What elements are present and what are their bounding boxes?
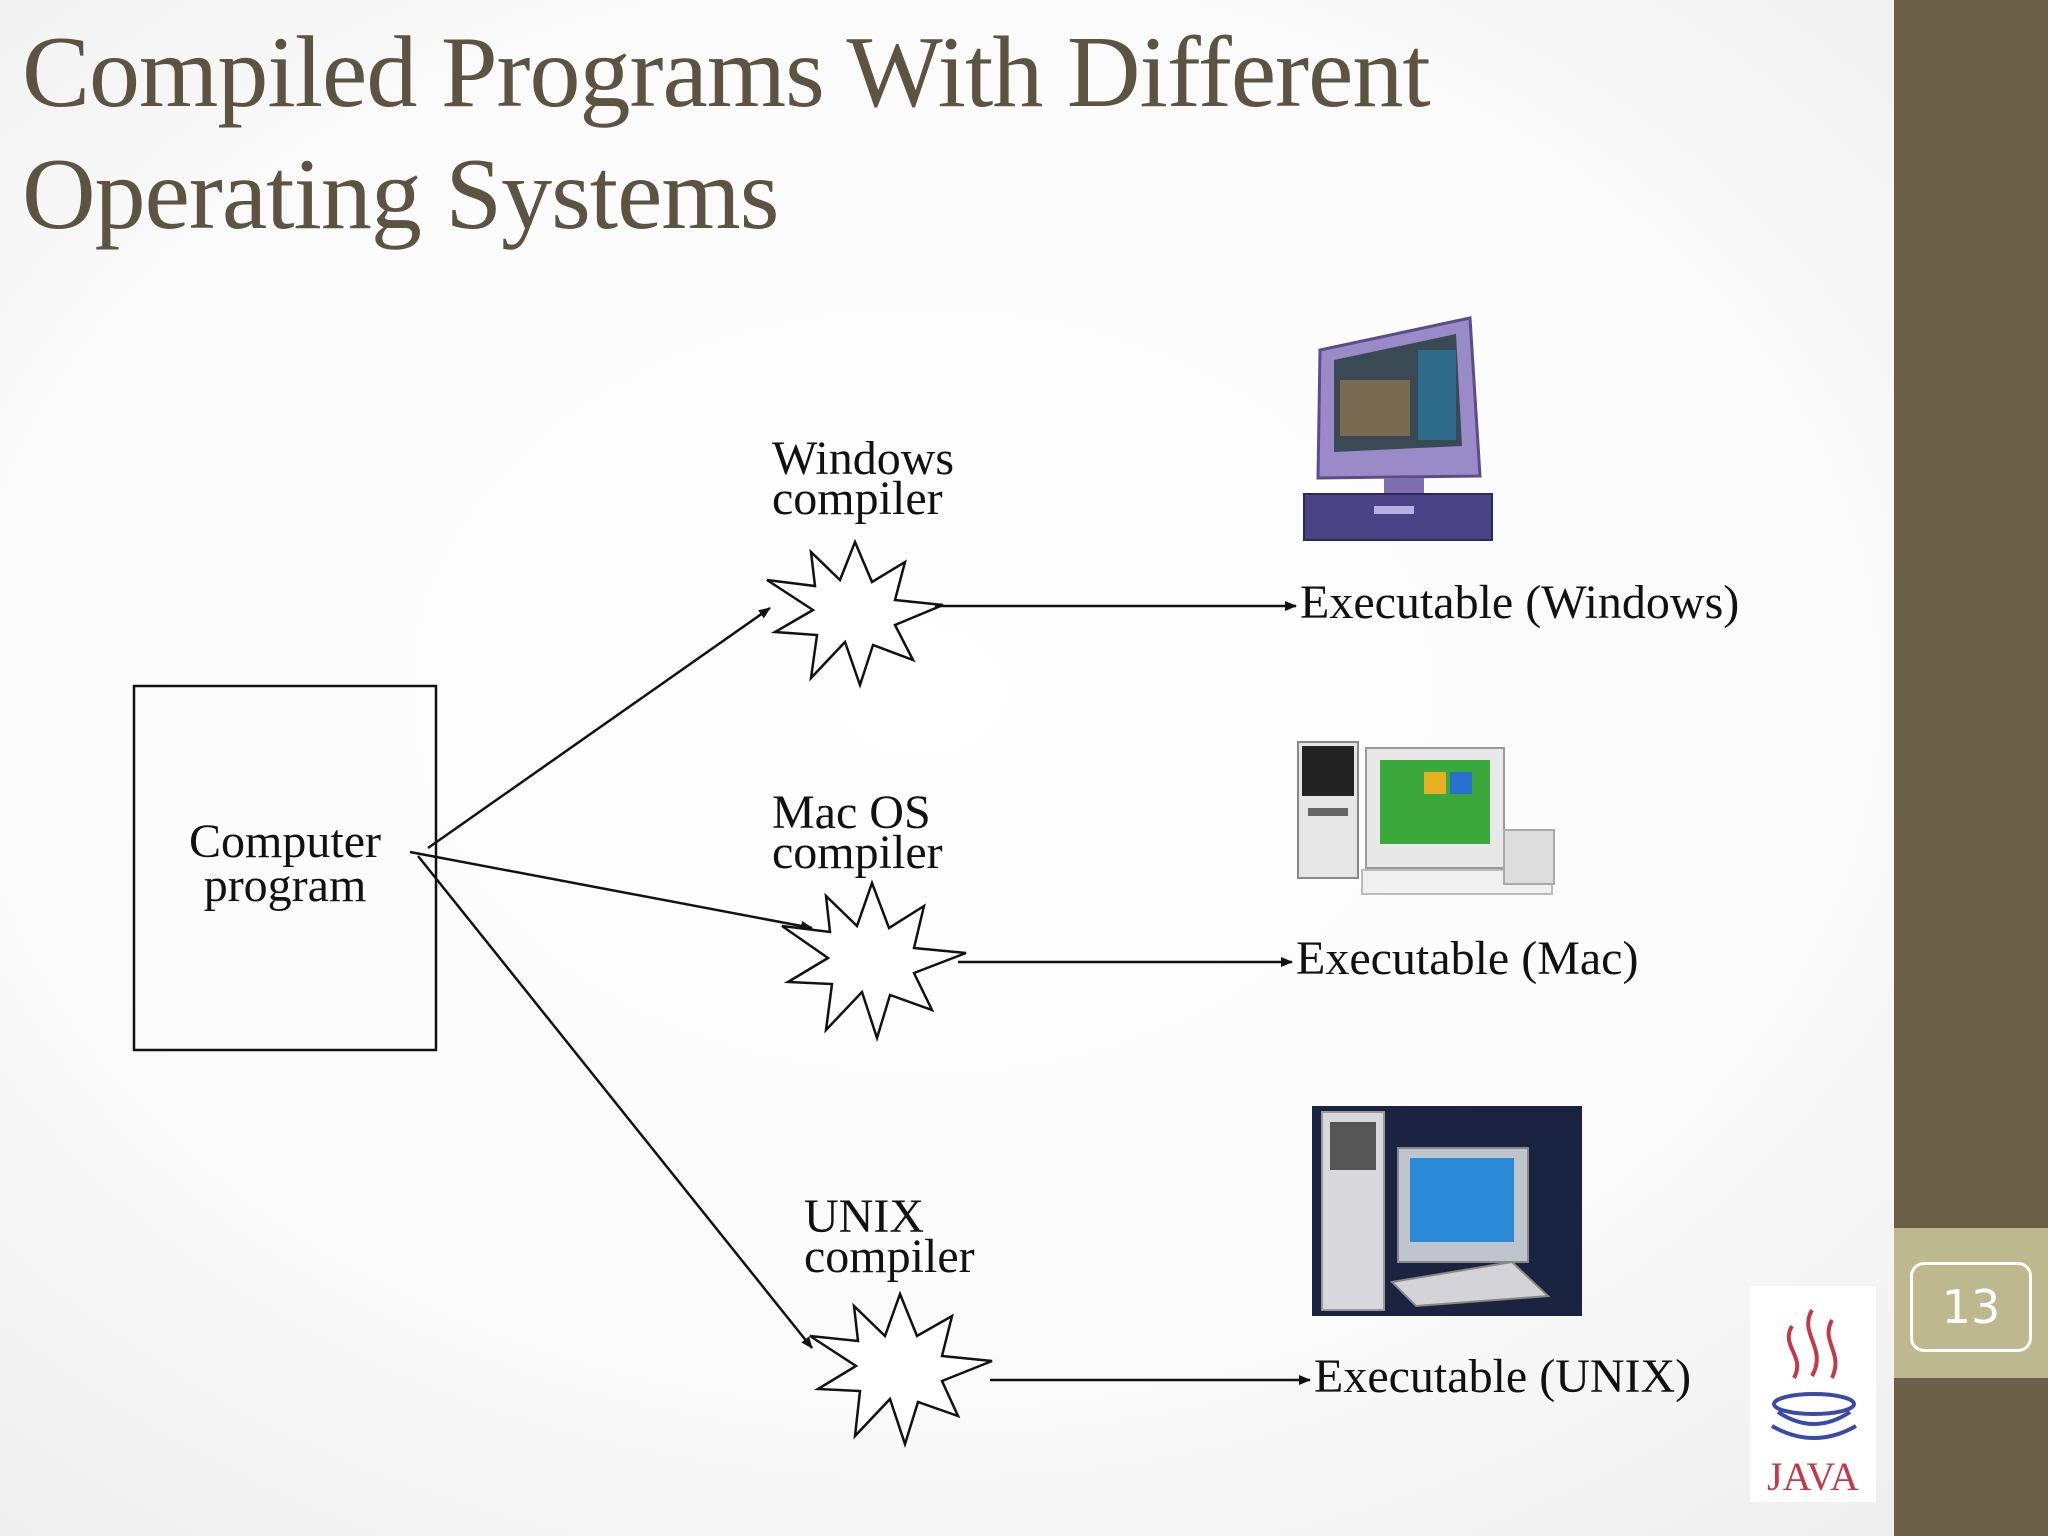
- unix-workstation-image: [1312, 1106, 1582, 1316]
- windows-pc-image: [1303, 316, 1493, 541]
- computer-program-label-line-1: Computer: [189, 815, 381, 868]
- java-logo-text: JAVA: [1767, 1454, 1859, 1499]
- slide-title-line-1: Compiled Programs With Different: [22, 16, 1431, 129]
- mac-compiler-label-line-2: compiler: [772, 826, 943, 879]
- java-logo: JAVA: [1750, 1286, 1876, 1502]
- unix-compiler-label-line-2: compiler: [804, 1230, 975, 1283]
- page-number-tab: [1894, 1228, 2048, 1378]
- arrow-to-windows-compiler: [427, 606, 771, 850]
- mac-compiler-label-line-1: Mac OS: [772, 786, 931, 839]
- computer-program-label-line-2: program: [204, 859, 367, 912]
- mac-pc-image: [1297, 741, 1555, 895]
- slide-title-line-2: Operating Systems: [22, 138, 779, 251]
- page-number: 13: [1941, 1280, 2001, 1334]
- unix-compiler-label-line-1: UNIX: [804, 1190, 924, 1243]
- windows-compiler-label-line-1: Windows: [772, 432, 954, 485]
- unix-compiler-burst-icon: [809, 1290, 993, 1449]
- arrow-to-mac-compiler: [409, 850, 813, 931]
- windows-executable-label: Executable (Windows): [1300, 576, 1739, 629]
- mac-executable-label: Executable (Mac): [1296, 932, 1638, 985]
- mac-compiler-burst-icon: [781, 879, 967, 1043]
- page-number-bracket: [1910, 1262, 2032, 1352]
- java-cup-icon: JAVA: [1767, 1308, 1859, 1499]
- slide-title: Compiled Programs With Different Operati…: [22, 12, 1482, 256]
- unix-executable-label: Executable (UNIX): [1314, 1350, 1691, 1403]
- windows-compiler-label-line-2: compiler: [772, 472, 943, 525]
- windows-compiler-burst-icon: [766, 538, 944, 689]
- arrow-to-unix-compiler: [417, 855, 813, 1349]
- computer-program-box: [132, 684, 438, 1052]
